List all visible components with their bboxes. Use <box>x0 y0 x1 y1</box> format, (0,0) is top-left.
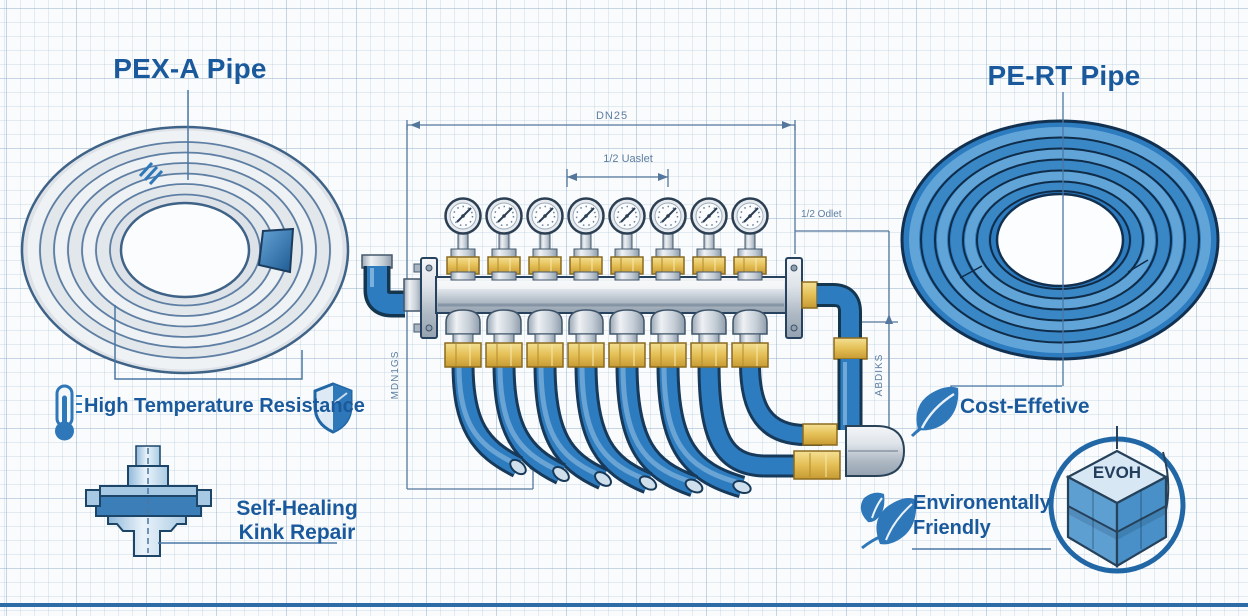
manifold-outlet <box>444 309 482 368</box>
pert-coil-bands <box>909 127 1211 353</box>
pressure-gauge <box>731 197 769 282</box>
feature-self-healing-line2: Kink Repair <box>238 521 356 544</box>
pexa-coil-stripes <box>138 161 164 186</box>
inlet-elbow <box>367 266 405 314</box>
shield-icon <box>313 382 353 434</box>
return-elbow-fitting <box>845 425 906 477</box>
bottom-rule <box>0 603 1248 607</box>
manifold-outlet <box>567 309 605 368</box>
return-nut <box>833 337 868 360</box>
leaf-icon <box>910 386 959 438</box>
pipe-open-ends <box>509 458 752 495</box>
dim-label-dn25: DN25 <box>595 110 629 122</box>
manifold-assembly <box>361 197 906 480</box>
pert-bottom-bracket <box>950 385 1062 394</box>
dim-label-outlet: 1/2 Uaslet <box>603 153 653 165</box>
fitting-nut-top <box>802 423 838 446</box>
manifold-outlet <box>608 309 646 368</box>
feature-environment-line2: Friendly <box>913 517 991 539</box>
pert-coil-hole <box>995 192 1125 288</box>
pexa-coil-illustration <box>20 90 350 380</box>
feature-self-healing-line1: Self-Healing <box>236 497 358 520</box>
pressure-gauge <box>608 197 646 282</box>
feature-high-temperature: High Temperature Resistance <box>84 395 365 417</box>
manifold-outlet <box>690 309 728 368</box>
pressure-gauge <box>690 197 728 282</box>
manifold-outlet <box>485 309 523 368</box>
floor-pipes <box>451 363 822 499</box>
evoh-label: EVOH <box>1092 463 1142 482</box>
pressure-gauge <box>649 197 687 282</box>
return-pipe-upper <box>817 286 859 340</box>
outlet-brass-stub <box>801 281 818 309</box>
dim-label-left-vertical: MDN1GS <box>390 350 401 400</box>
pexa-coil-hole <box>119 201 251 299</box>
pressure-gauges <box>444 197 769 282</box>
pressure-gauge <box>567 197 605 282</box>
pipe-highlights <box>456 365 737 485</box>
leaves-icon <box>860 492 917 550</box>
thermometer-icon <box>55 384 82 441</box>
manifold-outlet <box>649 309 687 368</box>
pressure-gauge <box>485 197 523 282</box>
outlet-side-label: 1/2 Odlet <box>801 209 842 220</box>
pressure-gauge <box>526 197 564 282</box>
feature-environment-line1: Environentally <box>913 492 1051 514</box>
inlet-adapter <box>403 278 423 312</box>
feature-cost-effective: Cost-Effetive <box>960 395 1090 418</box>
pert-title: PE-RT Pipe <box>987 60 1141 91</box>
pressure-gauge <box>444 197 482 282</box>
fitting-nut-bottom <box>793 450 841 480</box>
pexa-bottom-bracket <box>114 305 303 380</box>
manifold-outlet <box>526 309 564 368</box>
evoh-badge <box>1048 426 1186 574</box>
dim-label-right-vertical: ABDIKS <box>874 353 885 397</box>
pexa-title: PEX-A Pipe <box>113 53 267 84</box>
manifold-outlet <box>731 309 769 368</box>
manifold-outlets <box>444 309 769 368</box>
pert-coil-illustration <box>900 92 1220 394</box>
kink-repair-fitting <box>85 445 337 557</box>
pexa-coil-blue-patch <box>257 227 295 274</box>
